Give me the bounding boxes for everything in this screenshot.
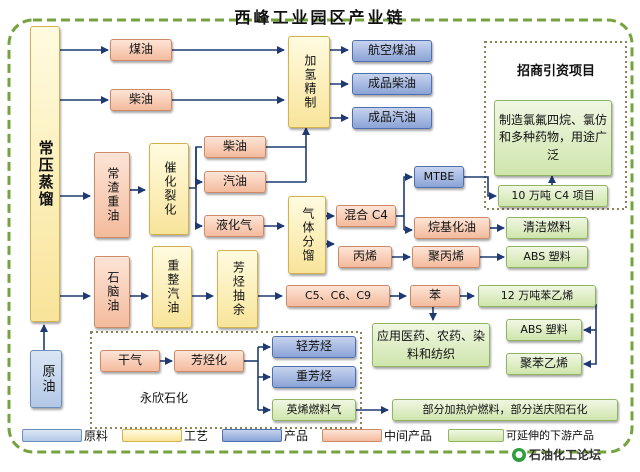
catalytic-cracking-node: 催化裂化 — [149, 143, 189, 235]
legend-label-process: 工艺 — [184, 429, 209, 443]
legend-swatch-intermediate — [322, 429, 382, 442]
legend-swatch-downstream — [448, 429, 504, 442]
light-aromatics-node: 轻芳烃 — [272, 336, 356, 358]
c4-project-node: 10 万吨 C4 项目 — [498, 185, 608, 207]
chloro-use-node: 制造氯氟四烷、氯仿和多种药物，用途广泛 — [494, 100, 612, 176]
legend-label-intermediate: 中间产品 — [384, 429, 433, 443]
legend-swatch-product — [222, 429, 282, 442]
lpg-node: 液化气 — [204, 215, 264, 237]
gas-separation-node: 气体分馏 — [288, 196, 326, 274]
legend-swatch-process — [122, 429, 182, 442]
polypropylene-node: 聚丙烯 — [412, 246, 480, 268]
polystyrene-node: 聚苯乙烯 — [506, 353, 582, 375]
crude-oil-node: 原油 — [30, 350, 62, 408]
diesel-product-node: 成品柴油 — [352, 73, 432, 95]
yongxin-label: 永欣石化 — [140, 391, 189, 405]
naphtha-node: 石脑油 — [94, 256, 130, 328]
fuel-gas-node: 英烯燃料气 — [272, 399, 356, 421]
kerosene-node: 煤油 — [110, 39, 172, 61]
gasoline-product-node: 成品汽油 — [352, 107, 432, 129]
legend-label-product: 产品 — [284, 429, 309, 443]
diesel-node: 柴油 — [110, 89, 172, 111]
benzene-node: 苯 — [410, 285, 460, 307]
heavy-aromatics-node: 重芳烃 — [272, 366, 356, 388]
mtbe-node: MTBE — [414, 166, 464, 188]
jet-fuel-node: 航空煤油 — [352, 40, 432, 62]
reformed-gasoline-node: 重整汽油 — [152, 246, 192, 328]
wechat-icon: ● — [512, 447, 526, 462]
investment-frame — [484, 41, 627, 210]
cat-diesel-node: 柴油 — [204, 136, 266, 158]
legend-label-raw: 原料 — [84, 429, 109, 443]
clean-fuel-node: 清洁燃料 — [506, 217, 588, 239]
abs-plastic-node-2: ABS 塑料 — [506, 319, 582, 341]
applications-node: 应用医药、农药、染料和纺织 — [372, 323, 490, 367]
yongxin-frame — [90, 331, 362, 429]
styrene-node: 12 万吨苯乙烯 — [478, 285, 596, 307]
industrial-park-frame — [7, 18, 634, 454]
aromatization-node: 芳烃化 — [174, 350, 244, 372]
propylene-node: 丙烯 — [338, 246, 392, 268]
heating-fuel-node: 部分加热炉燃料，部分送庆阳石化 — [392, 399, 618, 421]
investment-label: 招商引资项目 — [516, 64, 595, 79]
mixed-c4-node: 混合 C4 — [336, 205, 396, 227]
cat-gasoline-node: 汽油 — [204, 171, 266, 193]
aromatics-extraction-node: 芳烃抽余 — [217, 250, 258, 328]
atmospheric-distillation-node: 常压蒸馏 — [30, 26, 60, 322]
abs-plastic-node-1: ABS 塑料 — [506, 246, 588, 268]
residue-oil-node: 常渣重油 — [94, 152, 130, 238]
dry-gas-node: 干气 — [100, 350, 160, 372]
c5-c6-c9-node: C5、C6、C9 — [286, 285, 390, 307]
legend-swatch-raw — [22, 429, 82, 442]
diagram-title: 西峰工业园区产业链 — [234, 8, 406, 27]
legend-label-downstream: 可延伸的下游产品 — [506, 429, 594, 442]
hydrotreating-node: 加氢精制 — [288, 36, 330, 128]
watermark: ● 石油化工论坛 — [512, 446, 601, 463]
alkylate-node: 烷基化油 — [414, 217, 490, 239]
